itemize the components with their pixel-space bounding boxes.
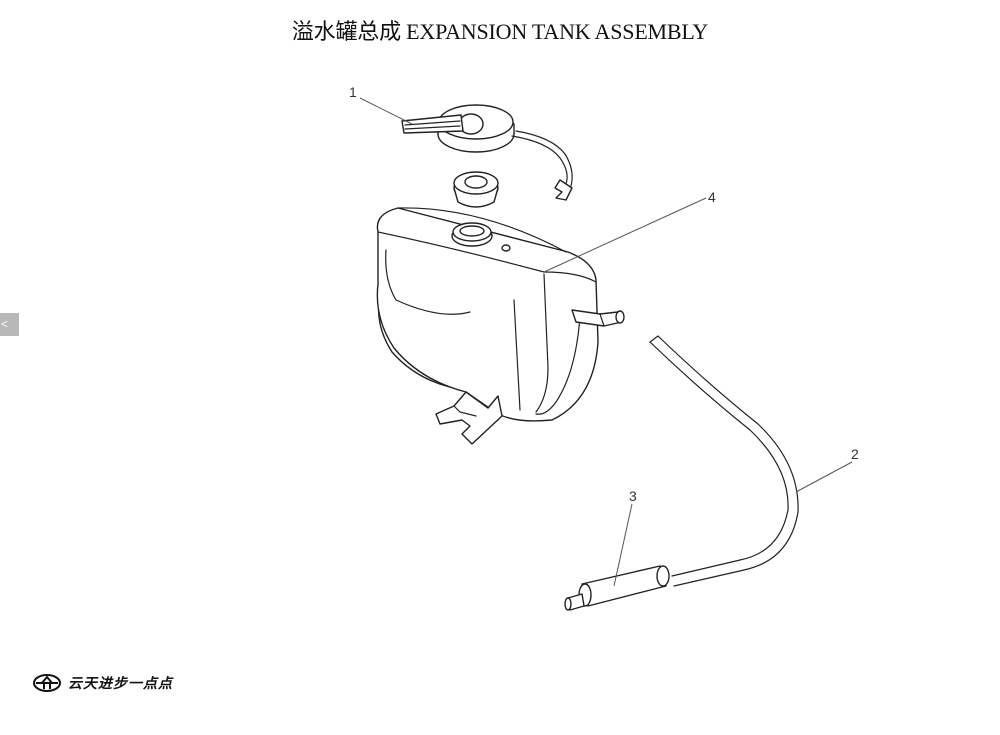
- page-title: 溢水罐总成 EXPANSION TANK ASSEMBLY: [291, 19, 709, 44]
- leader-line-3: [613, 503, 633, 587]
- callout-1: 1: [349, 84, 357, 100]
- callout-4: 4: [708, 189, 716, 205]
- brand-logo-icon: [33, 674, 61, 692]
- side-scroll-tab[interactable]: <: [0, 313, 19, 336]
- part-3-hose-fitting: [564, 565, 670, 611]
- callout-2: 2: [851, 446, 859, 462]
- part-4-expansion-tank: [376, 207, 625, 445]
- footer-logo: 云天进步一点点: [32, 672, 173, 694]
- leader-line-1: [359, 97, 413, 125]
- cap-seal: [453, 171, 499, 208]
- part-2-overflow-hose: [649, 335, 799, 587]
- leader-line-4: [543, 197, 707, 273]
- leader-line-2: [795, 461, 853, 493]
- callout-3: 3: [629, 488, 637, 504]
- part-1-tank-cap: [401, 104, 573, 201]
- footer-brand-text: 云天进步一点点: [68, 676, 173, 692]
